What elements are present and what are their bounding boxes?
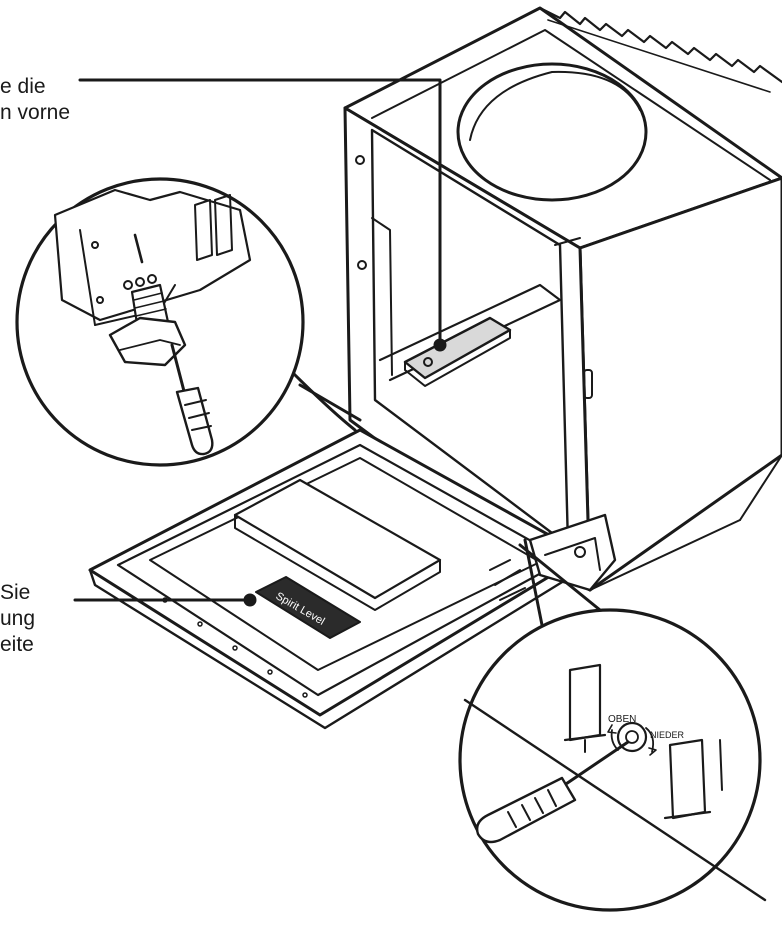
callout-leaders <box>73 78 447 607</box>
nieder-label: NIEDER <box>650 730 685 740</box>
callout-top-line-2: n vorne <box>0 101 71 124</box>
dishwasher-body <box>343 6 782 592</box>
callout-bottom-line-3: eite <box>0 633 34 656</box>
oben-label: OBEN <box>608 714 636 725</box>
callout-bottom-text: Sie ung eite <box>0 580 35 658</box>
callout-top-text: e die n vorne <box>0 74 70 126</box>
interior-spirit-level <box>403 316 512 387</box>
callout-bottom-line-2: ung <box>0 607 36 630</box>
foot-detail-circle <box>15 177 362 467</box>
callout-top-line-1: e die <box>0 75 46 98</box>
callout-bottom-line-1: Sie <box>0 581 31 604</box>
hinge-detail-circle: OBEN NIEDER <box>458 538 767 912</box>
